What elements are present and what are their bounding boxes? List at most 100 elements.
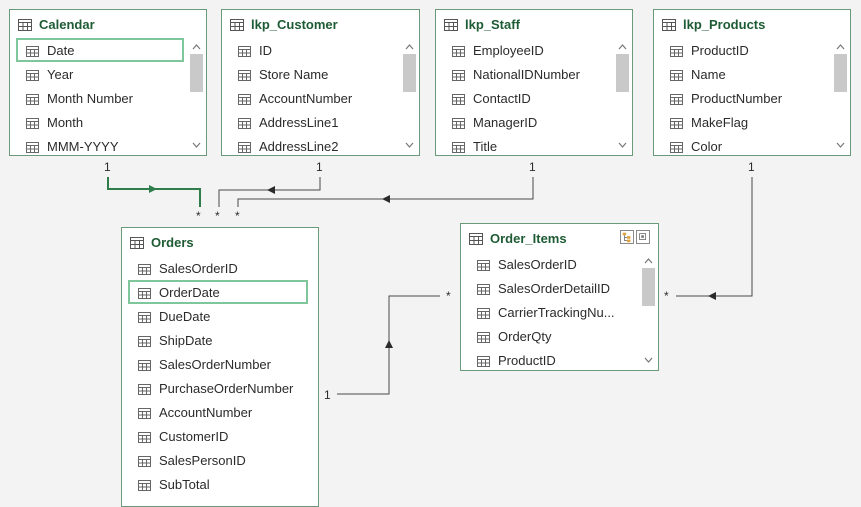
column-label: ShipDate [159,332,213,348]
column-row[interactable]: ProductNumber [660,86,828,110]
relationship-customer-orders[interactable] [218,177,321,207]
cardinality-one-calendar: 1 [104,160,111,174]
column-label: Year [47,66,74,82]
column-label: AccountNumber [259,90,353,106]
column-label: Title [473,138,498,154]
chevron-up-icon[interactable] [641,254,656,268]
vertical-scrollbar[interactable] [641,254,656,367]
relationship-staff-orders[interactable] [237,177,534,207]
chevron-up-icon[interactable] [402,40,417,54]
cardinality-one-customer: 1 [316,160,323,174]
column-row[interactable]: NationalIDNumber [442,62,610,86]
column-icon [138,287,151,299]
column-label: SalesOrderID [159,260,238,276]
column-row[interactable]: SalesPersonID [128,448,308,472]
column-row[interactable]: ManagerID [442,110,610,134]
table-icon [130,236,144,249]
column-label: SalesOrderNumber [159,356,271,372]
column-row[interactable]: SubTotal [128,472,308,496]
arrow-products-orderitems [708,292,716,300]
column-row[interactable]: AccountNumber [128,400,308,424]
scrollbar-thumb[interactable] [642,268,655,306]
column-row[interactable]: MakeFlag [660,110,828,134]
column-row[interactable]: SalesOrderID [128,256,308,280]
column-row[interactable]: Title [442,134,610,155]
table-header[interactable]: Orders [122,228,318,256]
table-header[interactable]: lkp_Staff [436,10,632,38]
table-title: lkp_Products [683,16,766,32]
column-row[interactable]: CustomerID [128,424,308,448]
table-title: Order_Items [490,230,567,246]
scrollbar-thumb[interactable] [403,54,416,92]
column-label: SubTotal [159,476,210,492]
column-row[interactable]: ProductID [660,38,828,62]
column-row[interactable]: ID [228,38,397,62]
chevron-up-icon[interactable] [189,40,204,54]
column-label: OrderDate [159,284,220,300]
column-icon [238,69,251,81]
column-row[interactable]: Month [16,110,184,134]
column-row[interactable]: OrderDate [128,280,308,304]
cardinality-many-orderitems-right: * [664,289,669,303]
collapse-icon[interactable] [636,230,650,244]
column-label: AddressLine1 [259,114,339,130]
column-row[interactable]: MMM-YYYY [16,134,184,155]
vertical-scrollbar[interactable] [833,40,848,152]
vertical-scrollbar[interactable] [189,40,204,152]
column-row[interactable]: Year [16,62,184,86]
column-row[interactable]: Month Number [16,86,184,110]
column-row[interactable]: SalesOrderDetailID [467,276,636,300]
column-list: SalesOrderID SalesOrderDetailID CarrierTra… [461,252,642,370]
scrollbar-thumb[interactable] [616,54,629,92]
table-header[interactable]: lkp_Customer [222,10,419,38]
column-row[interactable]: Name [660,62,828,86]
relationship-calendar-orders[interactable] [107,177,201,207]
column-row[interactable]: SalesOrderID [467,252,636,276]
column-row[interactable]: Date [16,38,184,62]
column-row[interactable]: ProductID [467,348,636,370]
column-row[interactable]: PurchaseOrderNumber [128,376,308,400]
column-row[interactable]: CarrierTrackingNu... [467,300,636,324]
hierarchy-icon[interactable] [620,230,634,244]
column-row[interactable]: Color [660,134,828,155]
column-row[interactable]: OrderQty [467,324,636,348]
column-row[interactable]: Store Name [228,62,397,86]
chevron-down-icon[interactable] [641,353,656,367]
column-row[interactable]: ShipDate [128,328,308,352]
column-row[interactable]: AccountNumber [228,86,397,110]
chevron-down-icon[interactable] [615,138,630,152]
table-title: lkp_Staff [465,16,520,32]
vertical-scrollbar[interactable] [402,40,417,152]
column-row[interactable]: ContactID [442,86,610,110]
column-label: AddressLine2 [259,138,339,154]
scrollbar-thumb[interactable] [834,54,847,92]
cardinality-many-orders-1: * [196,209,201,223]
column-row[interactable]: EmployeeID [442,38,610,62]
relationship-products-orderitems[interactable] [676,177,753,297]
column-row[interactable]: SalesOrderNumber [128,352,308,376]
column-label: SalesOrderDetailID [498,280,610,296]
chevron-down-icon[interactable] [833,138,848,152]
column-icon [238,45,251,57]
column-row[interactable]: AddressLine2 [228,134,397,155]
chevron-up-icon[interactable] [615,40,630,54]
chevron-down-icon[interactable] [189,138,204,152]
chevron-down-icon[interactable] [402,138,417,152]
column-row[interactable]: DueDate [128,304,308,328]
chevron-up-icon[interactable] [833,40,848,54]
table-header[interactable]: lkp_Products [654,10,850,38]
table-header[interactable]: Calendar [10,10,206,38]
column-row[interactable]: AddressLine1 [228,110,397,134]
column-icon [138,359,151,371]
vertical-scrollbar[interactable] [615,40,630,152]
cardinality-one-staff: 1 [529,160,536,174]
table-header[interactable]: Order_Items [461,224,658,252]
scrollbar-thumb[interactable] [190,54,203,92]
